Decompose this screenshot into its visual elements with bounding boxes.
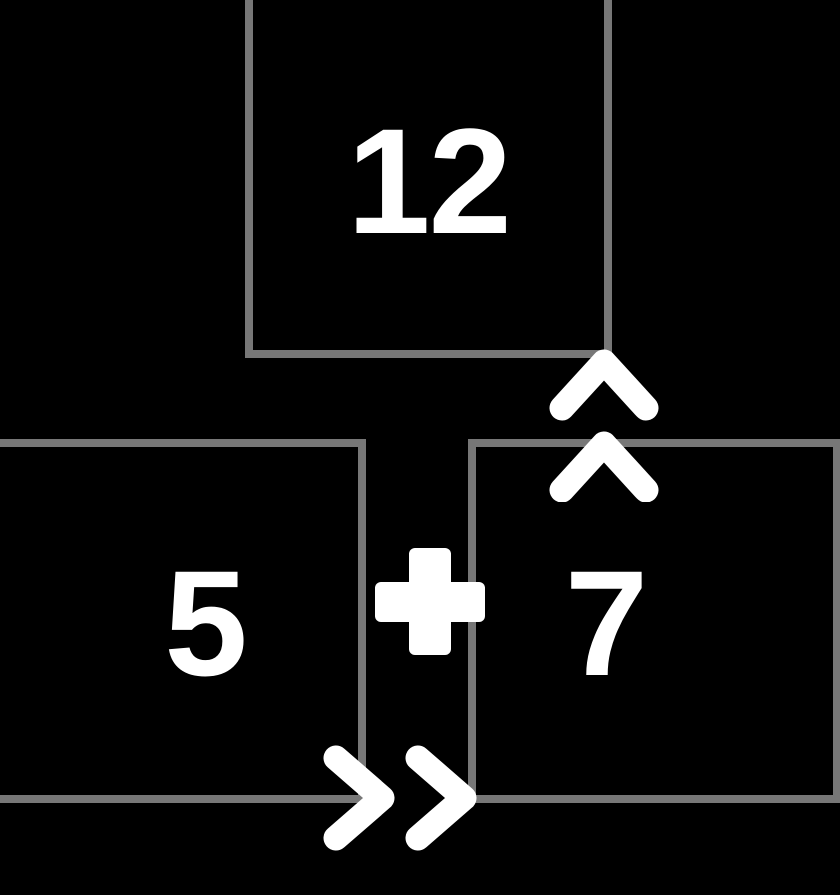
flow-right-symbol: >> (318, 854, 319, 855)
right-addend-box[interactable]: 7 (468, 439, 840, 803)
left-addend-value: 5 (164, 539, 247, 707)
left-addend-box[interactable]: 5 (0, 439, 366, 803)
total-box[interactable]: 12 (245, 0, 612, 358)
total-value: 12 (347, 97, 512, 265)
right-addend-value: 7 (564, 539, 648, 707)
